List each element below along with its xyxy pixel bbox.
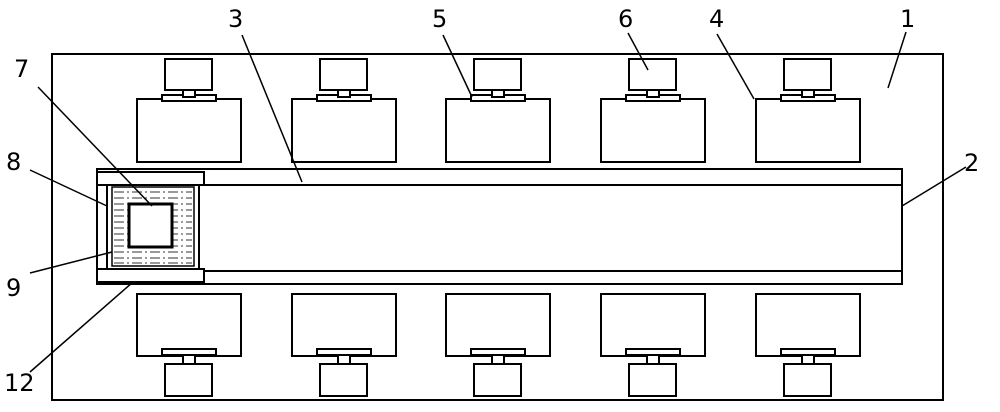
conveyor-track xyxy=(96,168,903,285)
label-7: 7 xyxy=(14,55,29,83)
label-6: 6 xyxy=(618,5,633,33)
reference-labels: 1 2 3 4 5 6 7 8 9 12 xyxy=(4,5,979,397)
station-top-4 xyxy=(600,58,706,163)
station-bottom-3 xyxy=(445,293,551,397)
label-2: 2 xyxy=(964,149,979,177)
station-bottom-2 xyxy=(291,293,397,397)
station-bottom-1 xyxy=(136,293,242,397)
carrier-tray xyxy=(96,171,205,283)
label-12: 12 xyxy=(4,369,35,397)
station-bottom-4 xyxy=(600,293,706,397)
station-top-2 xyxy=(291,58,397,163)
label-8: 8 xyxy=(6,148,21,176)
workpiece xyxy=(127,202,174,249)
station-top-1 xyxy=(136,58,242,163)
label-4: 4 xyxy=(709,5,724,33)
label-9: 9 xyxy=(6,274,21,302)
station-bottom-5 xyxy=(755,293,861,397)
clamp-bottom xyxy=(96,268,205,283)
label-5: 5 xyxy=(432,5,447,33)
label-1: 1 xyxy=(900,5,915,33)
leader-lines xyxy=(29,31,967,373)
station-top-5 xyxy=(755,58,861,163)
clamp-top xyxy=(96,171,205,186)
label-3: 3 xyxy=(228,5,243,33)
station-top-3 xyxy=(445,58,551,163)
